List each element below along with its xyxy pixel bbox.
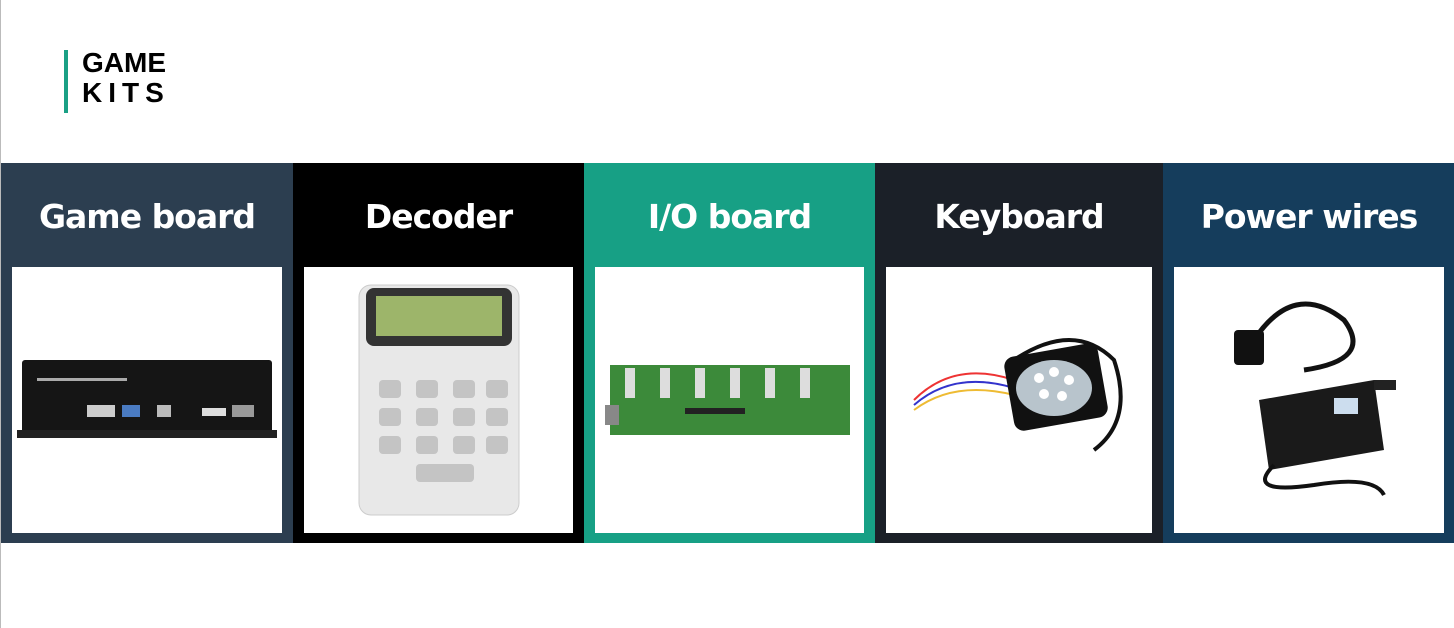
panel-decoder: Decoder <box>293 163 584 543</box>
panel-title: Power wires <box>1200 197 1419 236</box>
page-title: GAME KITS <box>82 48 170 108</box>
title-line-1: GAME <box>82 47 166 78</box>
panel-title: I/O board <box>647 197 812 236</box>
panel-title: Decoder <box>364 197 513 236</box>
keyboard-icon <box>913 338 1123 452</box>
power-adapter-icon <box>1234 301 1396 497</box>
game-board-image <box>12 267 282 533</box>
panel-title: Game board <box>38 197 256 236</box>
title-accent-bar <box>64 50 68 113</box>
game-board-icon <box>17 360 277 438</box>
panel-title: Keyboard <box>934 197 1104 236</box>
panel-io-board: I/O board <box>584 163 875 543</box>
keyboard-image <box>886 267 1152 533</box>
power-wires-image <box>1174 267 1444 533</box>
io-board-image <box>595 267 864 533</box>
title-line-2: KITS <box>82 77 170 108</box>
panel-game-board: Game board <box>1 163 293 543</box>
io-board-icon <box>604 365 850 435</box>
panel-power-wires: Power wires <box>1163 163 1454 543</box>
product-panels: Game board Decoder <box>1 163 1454 543</box>
decoder-icon <box>358 284 519 516</box>
panel-keyboard: Keyboard <box>875 163 1163 543</box>
decoder-image <box>304 267 573 533</box>
